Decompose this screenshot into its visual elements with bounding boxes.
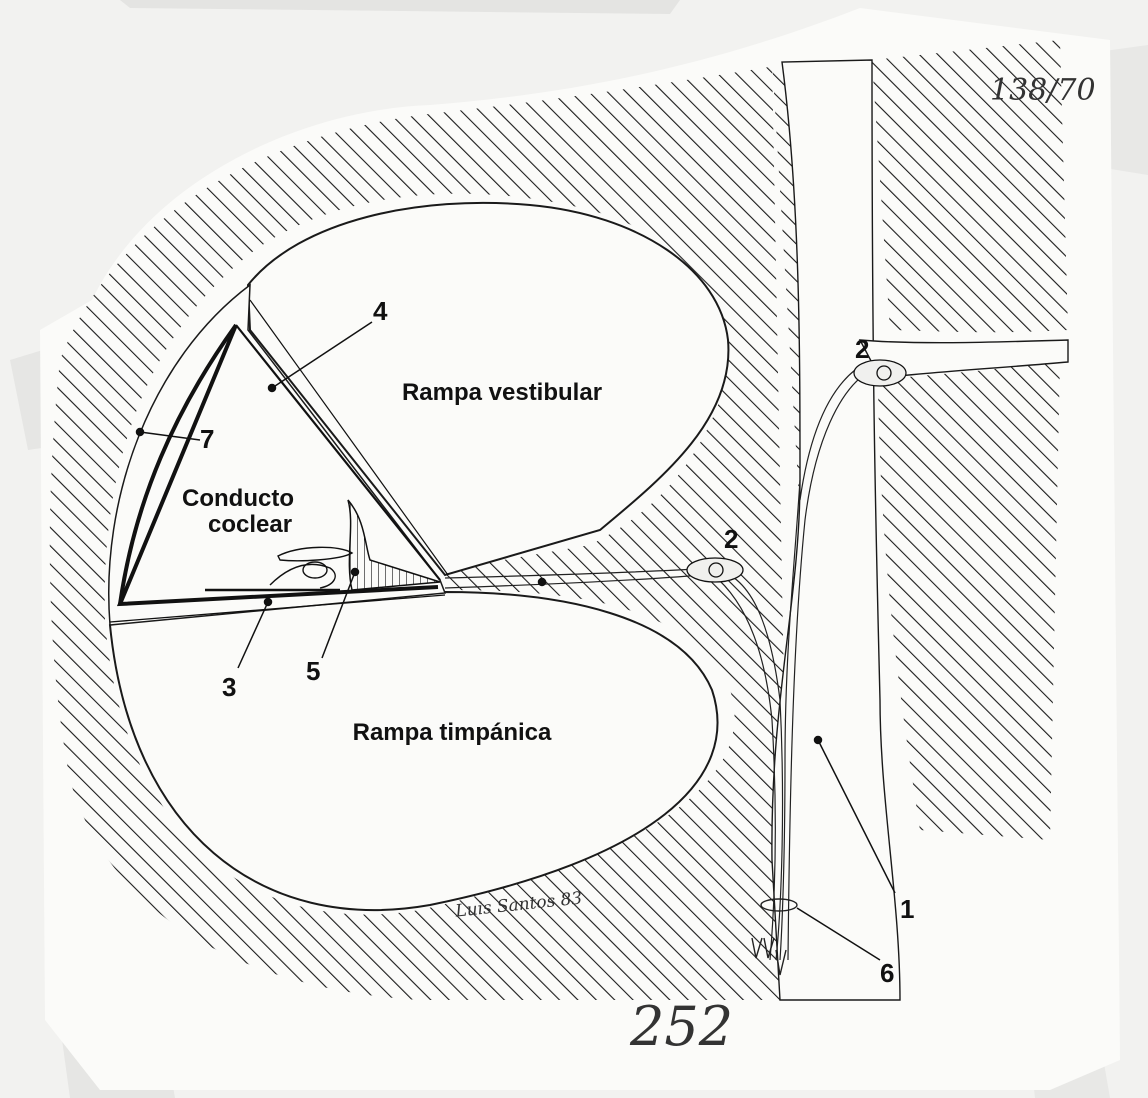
- marker-2-cochlear: 2: [724, 524, 738, 554]
- marker-6: 6: [880, 958, 894, 988]
- label-coclear: coclear: [208, 511, 292, 538]
- marker-4: 4: [373, 296, 388, 326]
- catalog-number: 138/70: [990, 73, 1096, 108]
- marker-1: 1: [900, 894, 914, 924]
- label-rampa-vestibular: Rampa vestibular: [402, 379, 602, 406]
- spiral-ganglion-cell: [687, 558, 743, 582]
- marker-5: 5: [306, 656, 320, 686]
- label-rampa-timpanica: Rampa timpánica: [353, 719, 552, 746]
- marker-7: 7: [200, 424, 214, 454]
- label-conducto: Conducto: [182, 485, 294, 512]
- page-number: 252: [629, 995, 733, 1058]
- marker-3: 3: [222, 672, 236, 702]
- marker-2-vestibular: 2: [855, 334, 869, 364]
